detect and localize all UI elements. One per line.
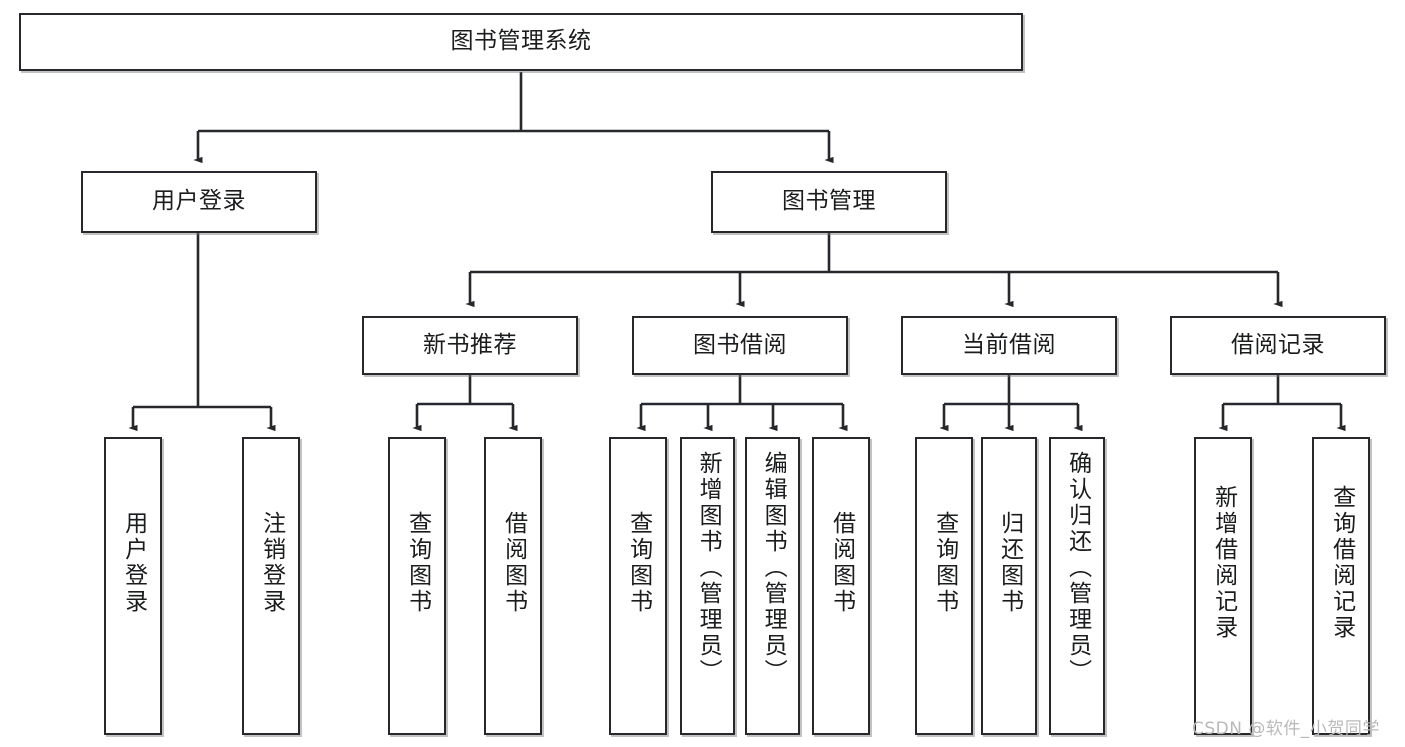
- node-label: 查询图书: [931, 511, 958, 615]
- leaf-query-borrow-record[interactable]: 查询借阅记录: [1312, 437, 1370, 735]
- node-label: 新书推荐: [423, 331, 517, 358]
- node-borrow-record[interactable]: 借阅记录: [1170, 316, 1386, 375]
- node-new-book-recommend[interactable]: 新书推荐: [362, 316, 578, 375]
- node-label: 用户登录: [152, 188, 246, 215]
- node-book-management[interactable]: 图书管理: [711, 171, 947, 233]
- leaf-new-book-borrow[interactable]: 借阅图书: [484, 437, 542, 735]
- csdn-watermark: CSDN @软件_小贺同学: [1192, 719, 1380, 739]
- leaf-confirm-return-admin[interactable]: 确认归还（管理员）: [1049, 437, 1105, 735]
- node-label: 查询图书: [404, 511, 431, 615]
- node-root-system[interactable]: 图书管理系统: [19, 13, 1023, 71]
- leaf-borrow-book[interactable]: 借阅图书: [812, 437, 870, 735]
- node-label: 图书管理系统: [450, 28, 592, 55]
- leaf-new-book-query[interactable]: 查询图书: [388, 437, 446, 735]
- node-label: 借阅图书: [828, 511, 855, 615]
- node-current-borrow[interactable]: 当前借阅: [901, 316, 1117, 375]
- node-label: 借阅图书: [500, 511, 527, 615]
- leaf-return-book[interactable]: 归还图书: [981, 437, 1037, 735]
- node-label: 用户登录: [120, 511, 147, 615]
- node-label: 查询图书: [625, 511, 652, 615]
- leaf-add-book-admin[interactable]: 新增图书（管理员）: [680, 437, 735, 735]
- node-label: 当前借阅: [962, 331, 1056, 358]
- node-label: 新增图书（管理员）: [695, 451, 722, 685]
- node-label: 编辑图书（管理员）: [760, 451, 787, 685]
- node-label: 归还图书: [996, 511, 1023, 615]
- leaf-user-login[interactable]: 用户登录: [104, 437, 162, 735]
- leaf-user-logout[interactable]: 注销登录: [242, 437, 300, 735]
- node-label: 借阅记录: [1231, 331, 1325, 358]
- node-label: 注销登录: [258, 511, 285, 615]
- leaf-edit-book-admin[interactable]: 编辑图书（管理员）: [745, 437, 800, 735]
- node-label: 图书管理: [782, 188, 876, 215]
- node-label: 确认归还（管理员）: [1064, 451, 1091, 685]
- node-label: 新增借阅记录: [1210, 485, 1237, 641]
- leaf-add-borrow-record[interactable]: 新增借阅记录: [1194, 437, 1252, 735]
- node-label: 图书借阅: [693, 331, 787, 358]
- node-label: 查询借阅记录: [1328, 485, 1355, 641]
- node-user-login[interactable]: 用户登录: [81, 171, 317, 233]
- node-book-borrow[interactable]: 图书借阅: [632, 316, 848, 375]
- leaf-borrow-query-book[interactable]: 查询图书: [609, 437, 667, 735]
- leaf-current-query-book[interactable]: 查询图书: [915, 437, 973, 735]
